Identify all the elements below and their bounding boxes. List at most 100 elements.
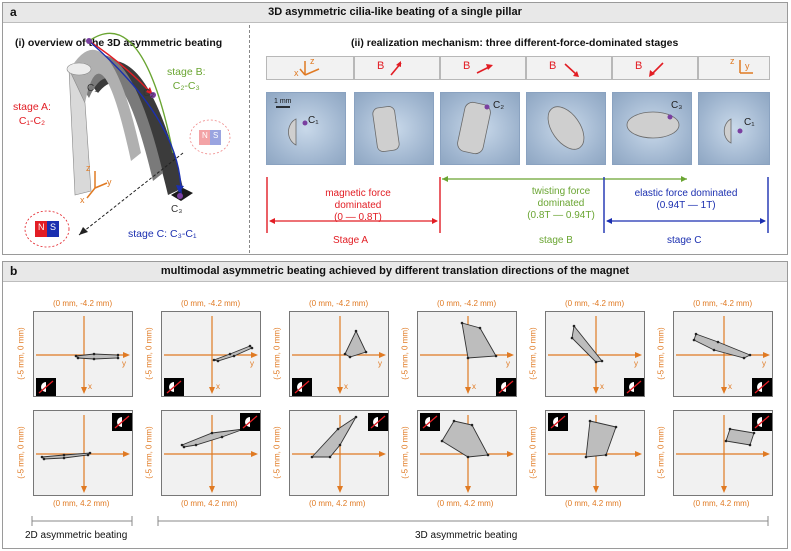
- bottom-coordinate-label: (0 mm, 4.2 mm): [565, 499, 622, 508]
- top-coordinate-label: (0 mm, -4.2 mm): [309, 299, 369, 308]
- stage-b-label: stage B: C₂-C₃: [167, 65, 206, 93]
- trajectory-point: [216, 359, 220, 363]
- scale-bar-label: 1 mm: [274, 98, 292, 105]
- inset-arrow-icon: [550, 415, 566, 429]
- trajectory-point: [716, 340, 720, 344]
- strip-cell-b-2: [440, 56, 526, 80]
- trajectory-svg: [292, 415, 386, 493]
- trajectory-loop: [310, 416, 357, 458]
- trajectory-point: [42, 457, 46, 461]
- bottom-coordinate-label: (0 mm, 4.2 mm): [309, 499, 366, 508]
- panel-a-header: a 3D asymmetric cilia-like beating of a …: [3, 3, 787, 23]
- stage-b-bottom: stage B: [539, 235, 573, 246]
- axis-x-label: x: [216, 382, 220, 391]
- magnet-direction-inset: [368, 413, 388, 431]
- magnet-direction-inset: [420, 413, 440, 431]
- trajectory-point: [210, 431, 214, 435]
- stage-a-label: stage A: C₁-C₂: [13, 100, 51, 128]
- bottom-coordinate-label: (0 mm, 4.2 mm): [53, 499, 110, 508]
- photo-c2-label: C₂: [493, 100, 505, 111]
- caption-2d: 2D asymmetric beating: [25, 530, 128, 541]
- bottom-brackets: [31, 516, 769, 526]
- axis-x-label: x: [600, 382, 604, 391]
- trajectory-point: [748, 353, 752, 357]
- magnet-direction-inset: [240, 413, 260, 431]
- strip-cell-axes-left: [266, 56, 354, 80]
- trajectory-point: [220, 435, 224, 439]
- beating-plot: [673, 410, 773, 496]
- subpanel-i-title: (i) overview of the 3D asymmetric beatin…: [15, 37, 223, 49]
- b-label-1: B: [377, 60, 385, 72]
- trajectory-point: [182, 445, 186, 449]
- top-coordinate-label: (0 mm, -4.2 mm): [565, 299, 625, 308]
- magnetic-force-label: magnetic force dominated (0 — 0.8T): [303, 188, 413, 224]
- trajectory-point: [600, 359, 604, 363]
- trajectory-point: [588, 419, 592, 423]
- axis-y-label: y: [506, 359, 510, 368]
- pillar-axis-x-label: x: [80, 195, 85, 205]
- trajectory-svg: [548, 415, 642, 493]
- pillar-axis-z-label: z: [86, 163, 91, 173]
- inset-arrow-icon: [754, 380, 770, 394]
- trajectory-point: [116, 356, 120, 360]
- trajectory-point: [364, 350, 368, 354]
- trajectory-point: [336, 427, 340, 431]
- trajectory-point: [470, 423, 474, 427]
- inset-arrow-icon: [626, 380, 642, 394]
- magnet-right-n: N: [202, 131, 208, 140]
- trajectory-point: [250, 346, 254, 350]
- trajectory-svg: [164, 316, 258, 394]
- inset-arrow-icon: [498, 380, 514, 394]
- trajectory-point: [194, 443, 198, 447]
- trajectory-point: [92, 357, 96, 361]
- stage-c-label: stage C: C₃-C₁: [128, 228, 197, 240]
- trajectory-point: [728, 427, 732, 431]
- bottom-coordinate-label: (0 mm, 4.2 mm): [181, 499, 238, 508]
- elastic-force-title: elastic force dominated: [634, 188, 738, 199]
- trajectory-point: [354, 415, 358, 419]
- plot-axes: [676, 415, 770, 493]
- trajectory-point: [694, 332, 698, 336]
- stage-brackets: [266, 176, 769, 233]
- magnetic-force-title: magnetic force dominated: [325, 188, 391, 211]
- axis-x-label: x: [472, 382, 476, 391]
- inset-arrow-icon: [166, 380, 182, 394]
- point-c3-label: C₃: [171, 204, 183, 215]
- trajectory-svg: [548, 316, 642, 394]
- trajectory-point: [452, 419, 456, 423]
- magnetic-force-range: (0 — 0.8T): [334, 212, 382, 223]
- axis-x-label: x: [344, 382, 348, 391]
- magnet-left-s: S: [50, 222, 57, 232]
- trajectory-point: [354, 329, 358, 333]
- magnet-direction-inset: [624, 378, 644, 396]
- point-c1-label: C₁: [87, 83, 98, 94]
- pillar-axis-y-label: y: [107, 177, 112, 187]
- twisting-force-label: twisting force dominated (0.8T — 0.94T): [521, 186, 601, 222]
- axis-y-label: y: [122, 359, 126, 368]
- trajectory-point: [478, 326, 482, 330]
- trajectory-point: [604, 453, 608, 457]
- trajectory-point: [62, 453, 66, 457]
- panel-b-header: b multimodal asymmetric beating achieved…: [3, 262, 787, 282]
- stage-b-range: C₂-C₃: [172, 80, 200, 92]
- inset-arrow-icon: [294, 380, 310, 394]
- trajectory-point: [328, 455, 332, 459]
- trajectory-point: [486, 453, 490, 457]
- strip-axis-z-left: z: [310, 56, 315, 66]
- magnet-direction-inset: [548, 413, 568, 431]
- trajectory-point: [310, 455, 314, 459]
- trajectory-point: [712, 348, 716, 352]
- b-label-2: B: [463, 60, 471, 72]
- strip-axis-z-right: z: [730, 56, 735, 66]
- caption-3d: 3D asymmetric beating: [415, 530, 518, 541]
- photo-c3-label: C₃: [671, 100, 683, 111]
- top-coordinate-label: (0 mm, -4.2 mm): [693, 299, 753, 308]
- trajectory-point: [570, 336, 574, 340]
- photo-1: [266, 92, 346, 165]
- photo-overlays: [276, 101, 743, 155]
- plot-axes: [164, 316, 258, 394]
- beating-plot: [33, 410, 133, 496]
- trajectory-svg: [292, 316, 386, 394]
